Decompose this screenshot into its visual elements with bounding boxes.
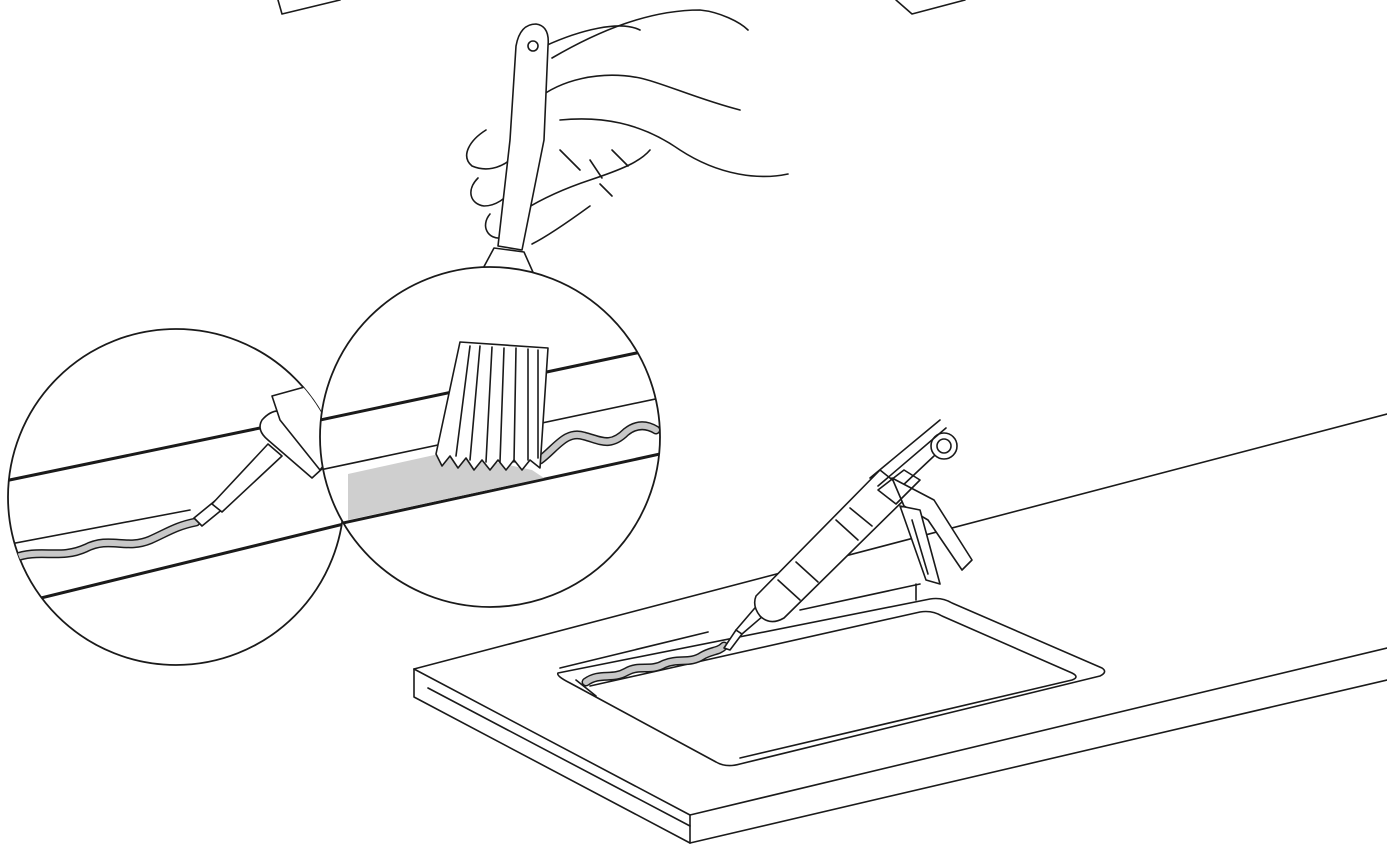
detail-magnifier-icon [320, 267, 660, 607]
detail-magnifier-icon [0, 329, 360, 665]
sink-cutout-icon [558, 584, 1105, 766]
cabinet-corner-left-icon [278, 0, 340, 14]
cabinet-corner-right-icon [896, 0, 965, 14]
